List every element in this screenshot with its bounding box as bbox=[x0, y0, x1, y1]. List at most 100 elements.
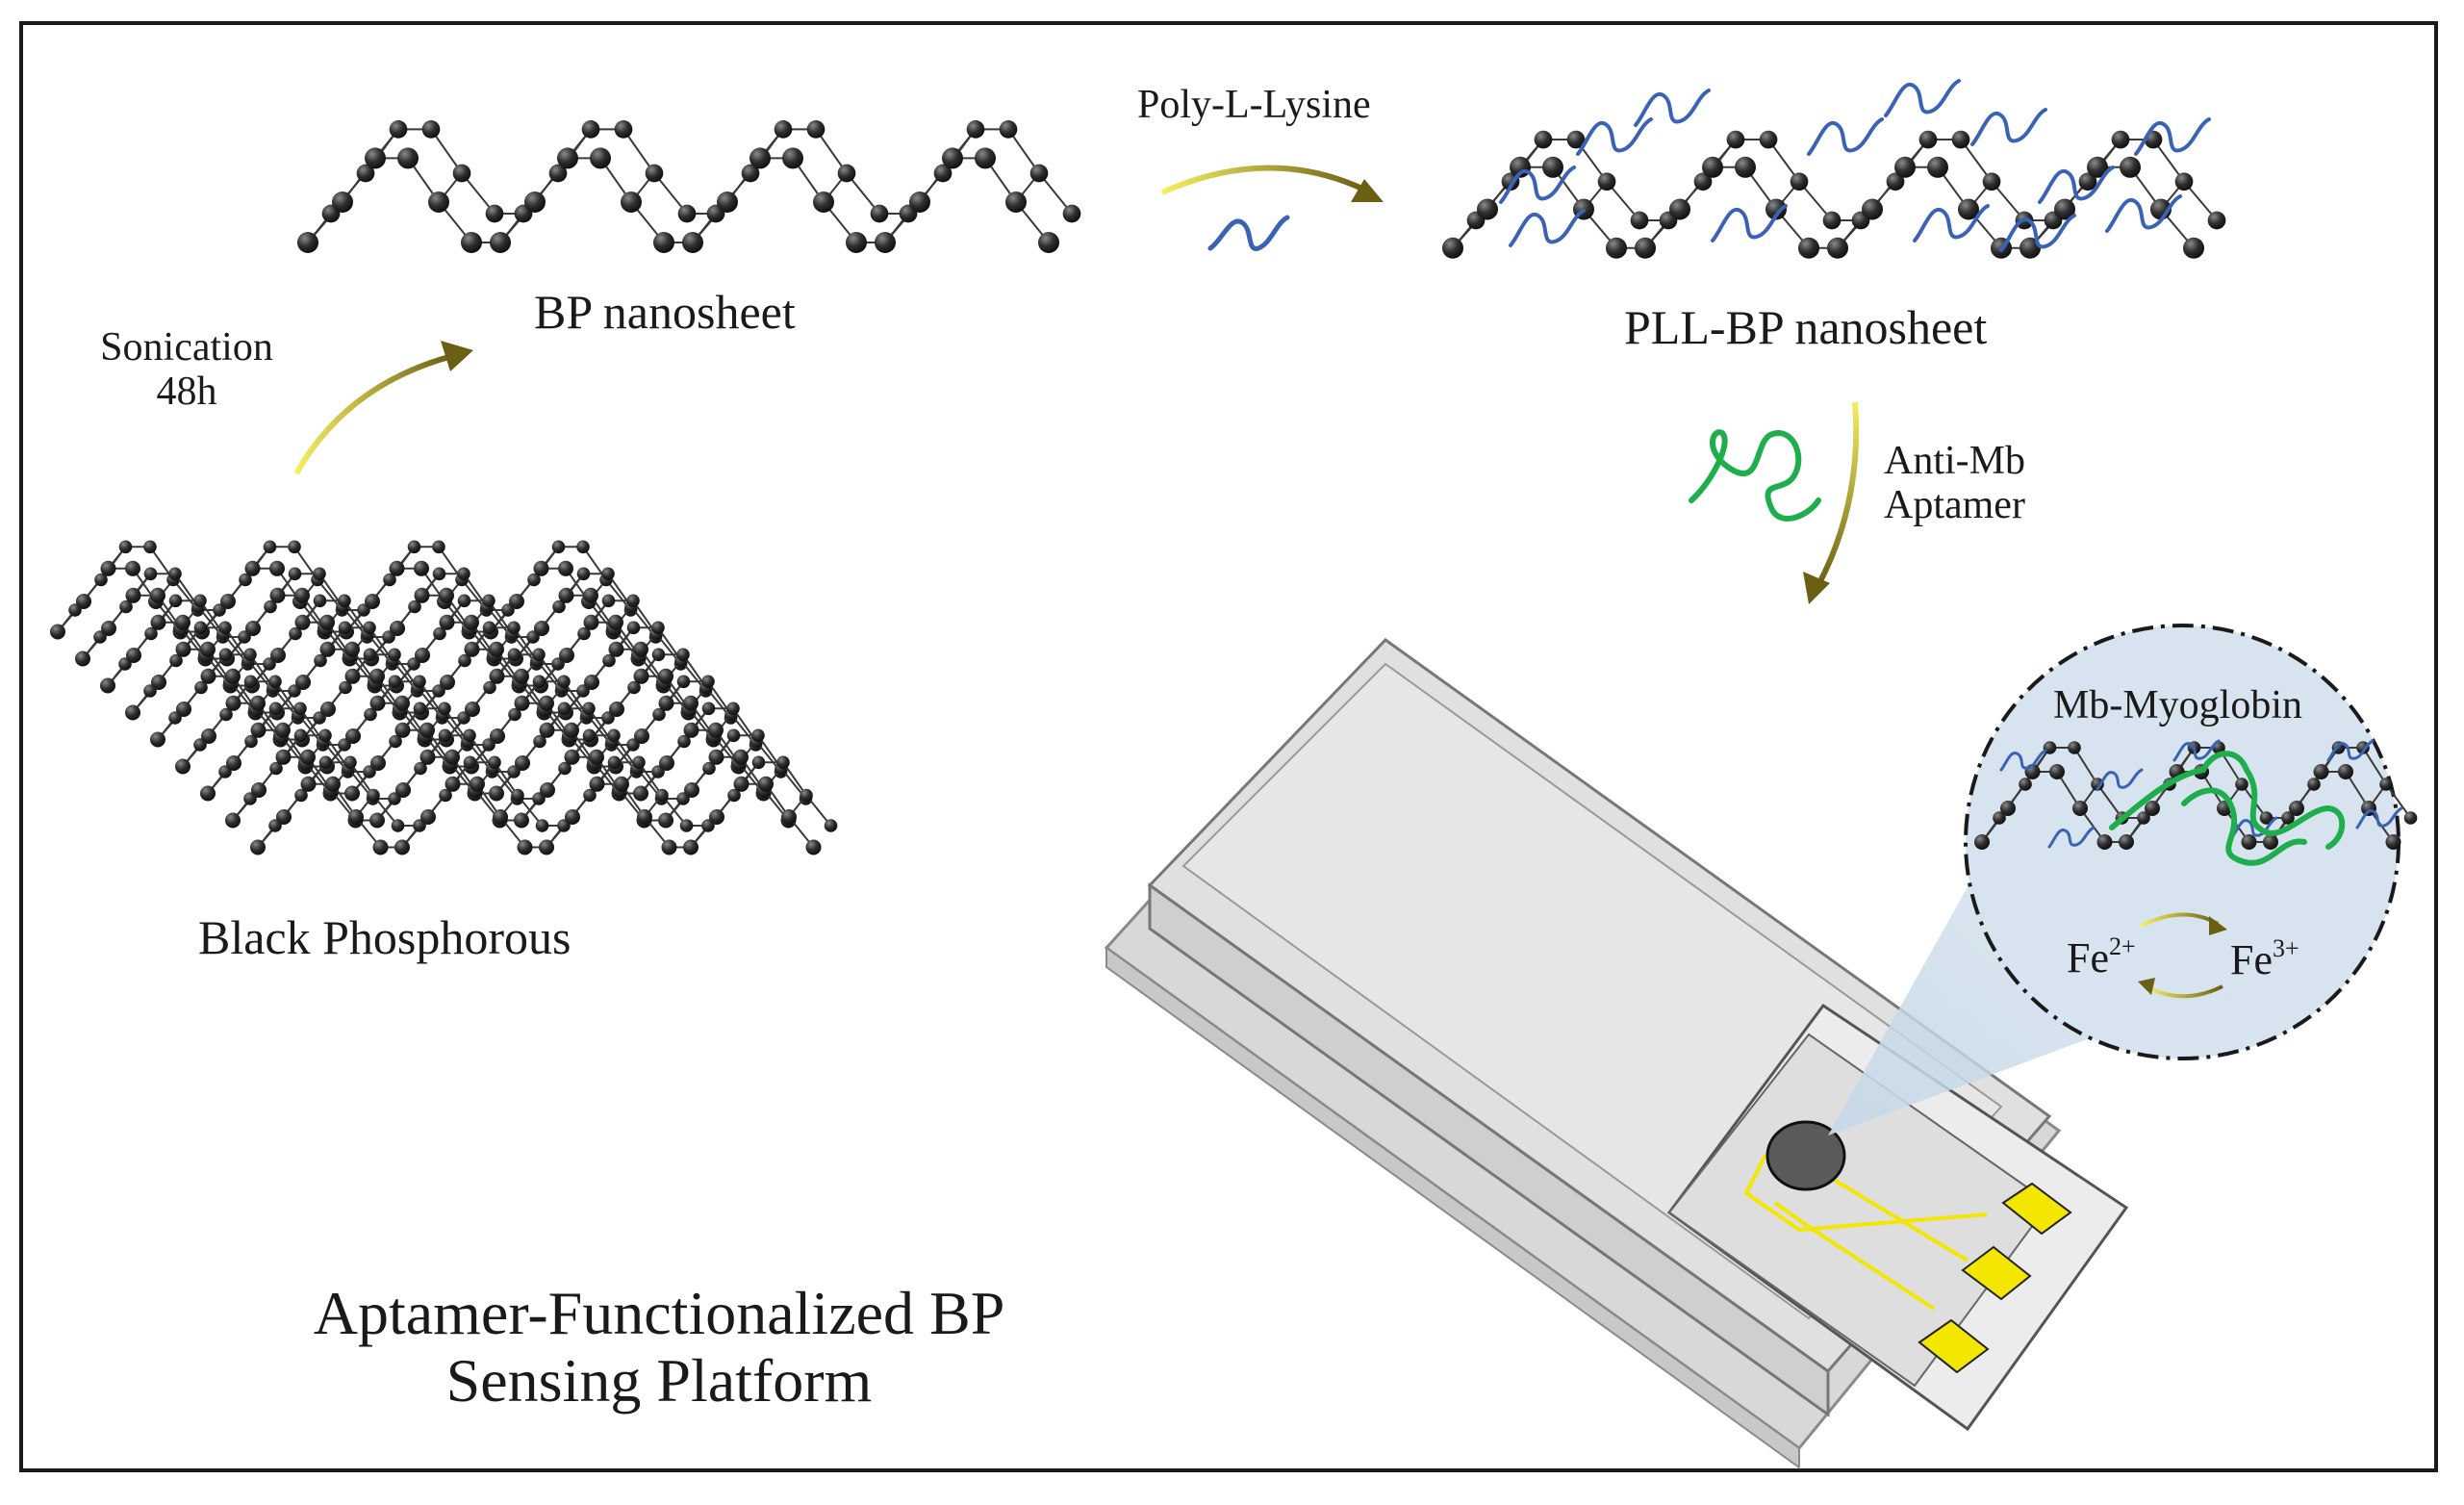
atom bbox=[532, 648, 546, 662]
atom bbox=[268, 675, 282, 689]
atom bbox=[2096, 834, 2113, 850]
atom bbox=[535, 819, 549, 832]
pll-strand-icon bbox=[2038, 166, 2115, 204]
atom bbox=[749, 147, 771, 169]
atom bbox=[118, 540, 133, 554]
atom bbox=[507, 621, 521, 635]
atom bbox=[2049, 764, 2065, 779]
atom bbox=[1693, 172, 1713, 191]
atom bbox=[539, 839, 554, 855]
atom bbox=[577, 626, 591, 641]
atom bbox=[168, 594, 183, 608]
atom bbox=[1005, 191, 1027, 213]
atom bbox=[2183, 237, 2204, 259]
atom bbox=[270, 648, 286, 663]
atom bbox=[2145, 801, 2160, 816]
atom bbox=[344, 668, 361, 684]
sonication-line1: Sonication bbox=[100, 325, 273, 370]
atom bbox=[356, 164, 375, 183]
atom bbox=[150, 587, 165, 603]
atom bbox=[289, 626, 302, 641]
atom bbox=[677, 734, 691, 749]
atom bbox=[627, 680, 641, 695]
atom bbox=[275, 749, 292, 765]
atom bbox=[193, 621, 208, 635]
atom bbox=[218, 648, 233, 662]
atom bbox=[269, 587, 286, 603]
atom bbox=[1958, 198, 1979, 220]
anti-mb-line1: Anti-Mb bbox=[1884, 439, 2025, 483]
atom bbox=[781, 809, 797, 825]
atom bbox=[413, 675, 426, 689]
atom bbox=[609, 701, 624, 717]
atom bbox=[344, 785, 360, 802]
atom bbox=[465, 701, 480, 717]
atom bbox=[614, 120, 633, 139]
atom bbox=[293, 728, 308, 743]
atom bbox=[490, 232, 511, 253]
atom bbox=[461, 232, 482, 253]
bound-aptamer bbox=[2109, 751, 2346, 866]
atom bbox=[294, 587, 310, 603]
atom bbox=[388, 648, 401, 662]
atom bbox=[702, 761, 716, 776]
bond bbox=[2385, 783, 2412, 819]
atom bbox=[683, 722, 699, 738]
atom bbox=[2078, 172, 2097, 191]
atom bbox=[338, 594, 351, 608]
atom bbox=[658, 812, 673, 829]
atom bbox=[463, 728, 476, 743]
atom bbox=[445, 776, 461, 792]
atom bbox=[875, 232, 896, 253]
atom bbox=[659, 755, 674, 771]
atom bbox=[125, 560, 140, 576]
atom bbox=[933, 164, 953, 183]
atom bbox=[653, 232, 674, 253]
atom bbox=[457, 594, 471, 608]
atom bbox=[1597, 172, 1616, 191]
atom bbox=[150, 614, 166, 630]
atom bbox=[626, 594, 640, 608]
atom bbox=[558, 587, 574, 603]
atom bbox=[2356, 741, 2370, 754]
atom bbox=[343, 755, 357, 770]
atom bbox=[439, 587, 454, 603]
atom bbox=[365, 147, 386, 169]
atom bbox=[1974, 834, 1990, 850]
bp-nanosheet-label: BP nanosheet bbox=[534, 285, 796, 339]
atom bbox=[94, 573, 108, 587]
atom bbox=[218, 621, 232, 635]
atom bbox=[1894, 156, 1916, 178]
pll-strand-icon bbox=[2096, 768, 2144, 791]
atom bbox=[589, 749, 604, 765]
atom bbox=[369, 695, 386, 711]
atom bbox=[457, 567, 470, 581]
atom bbox=[483, 680, 496, 695]
atom bbox=[414, 560, 429, 576]
atom bbox=[548, 164, 568, 183]
atom bbox=[2174, 172, 2194, 191]
atom bbox=[2091, 778, 2104, 791]
atom bbox=[1982, 172, 2001, 191]
atom bbox=[2119, 834, 2134, 850]
atom bbox=[975, 147, 996, 169]
atom bbox=[684, 782, 699, 798]
atom bbox=[583, 788, 597, 803]
pll-strand-icon bbox=[2230, 816, 2278, 839]
atom bbox=[313, 594, 327, 608]
fe2-label: Fe2+ bbox=[2067, 932, 2136, 982]
atom bbox=[677, 204, 697, 223]
pll-strand-icon bbox=[1999, 749, 2047, 772]
black-phosphorous-lattice bbox=[50, 540, 838, 855]
atom bbox=[514, 668, 529, 684]
bond bbox=[494, 761, 519, 797]
atom bbox=[414, 587, 430, 603]
atom bbox=[397, 147, 419, 169]
atom bbox=[194, 680, 208, 695]
atom bbox=[726, 728, 741, 743]
atom bbox=[1635, 237, 1656, 259]
atom bbox=[658, 668, 673, 684]
atom bbox=[433, 626, 446, 641]
fe3-label: Fe3+ bbox=[2230, 934, 2299, 983]
atom bbox=[445, 749, 460, 765]
